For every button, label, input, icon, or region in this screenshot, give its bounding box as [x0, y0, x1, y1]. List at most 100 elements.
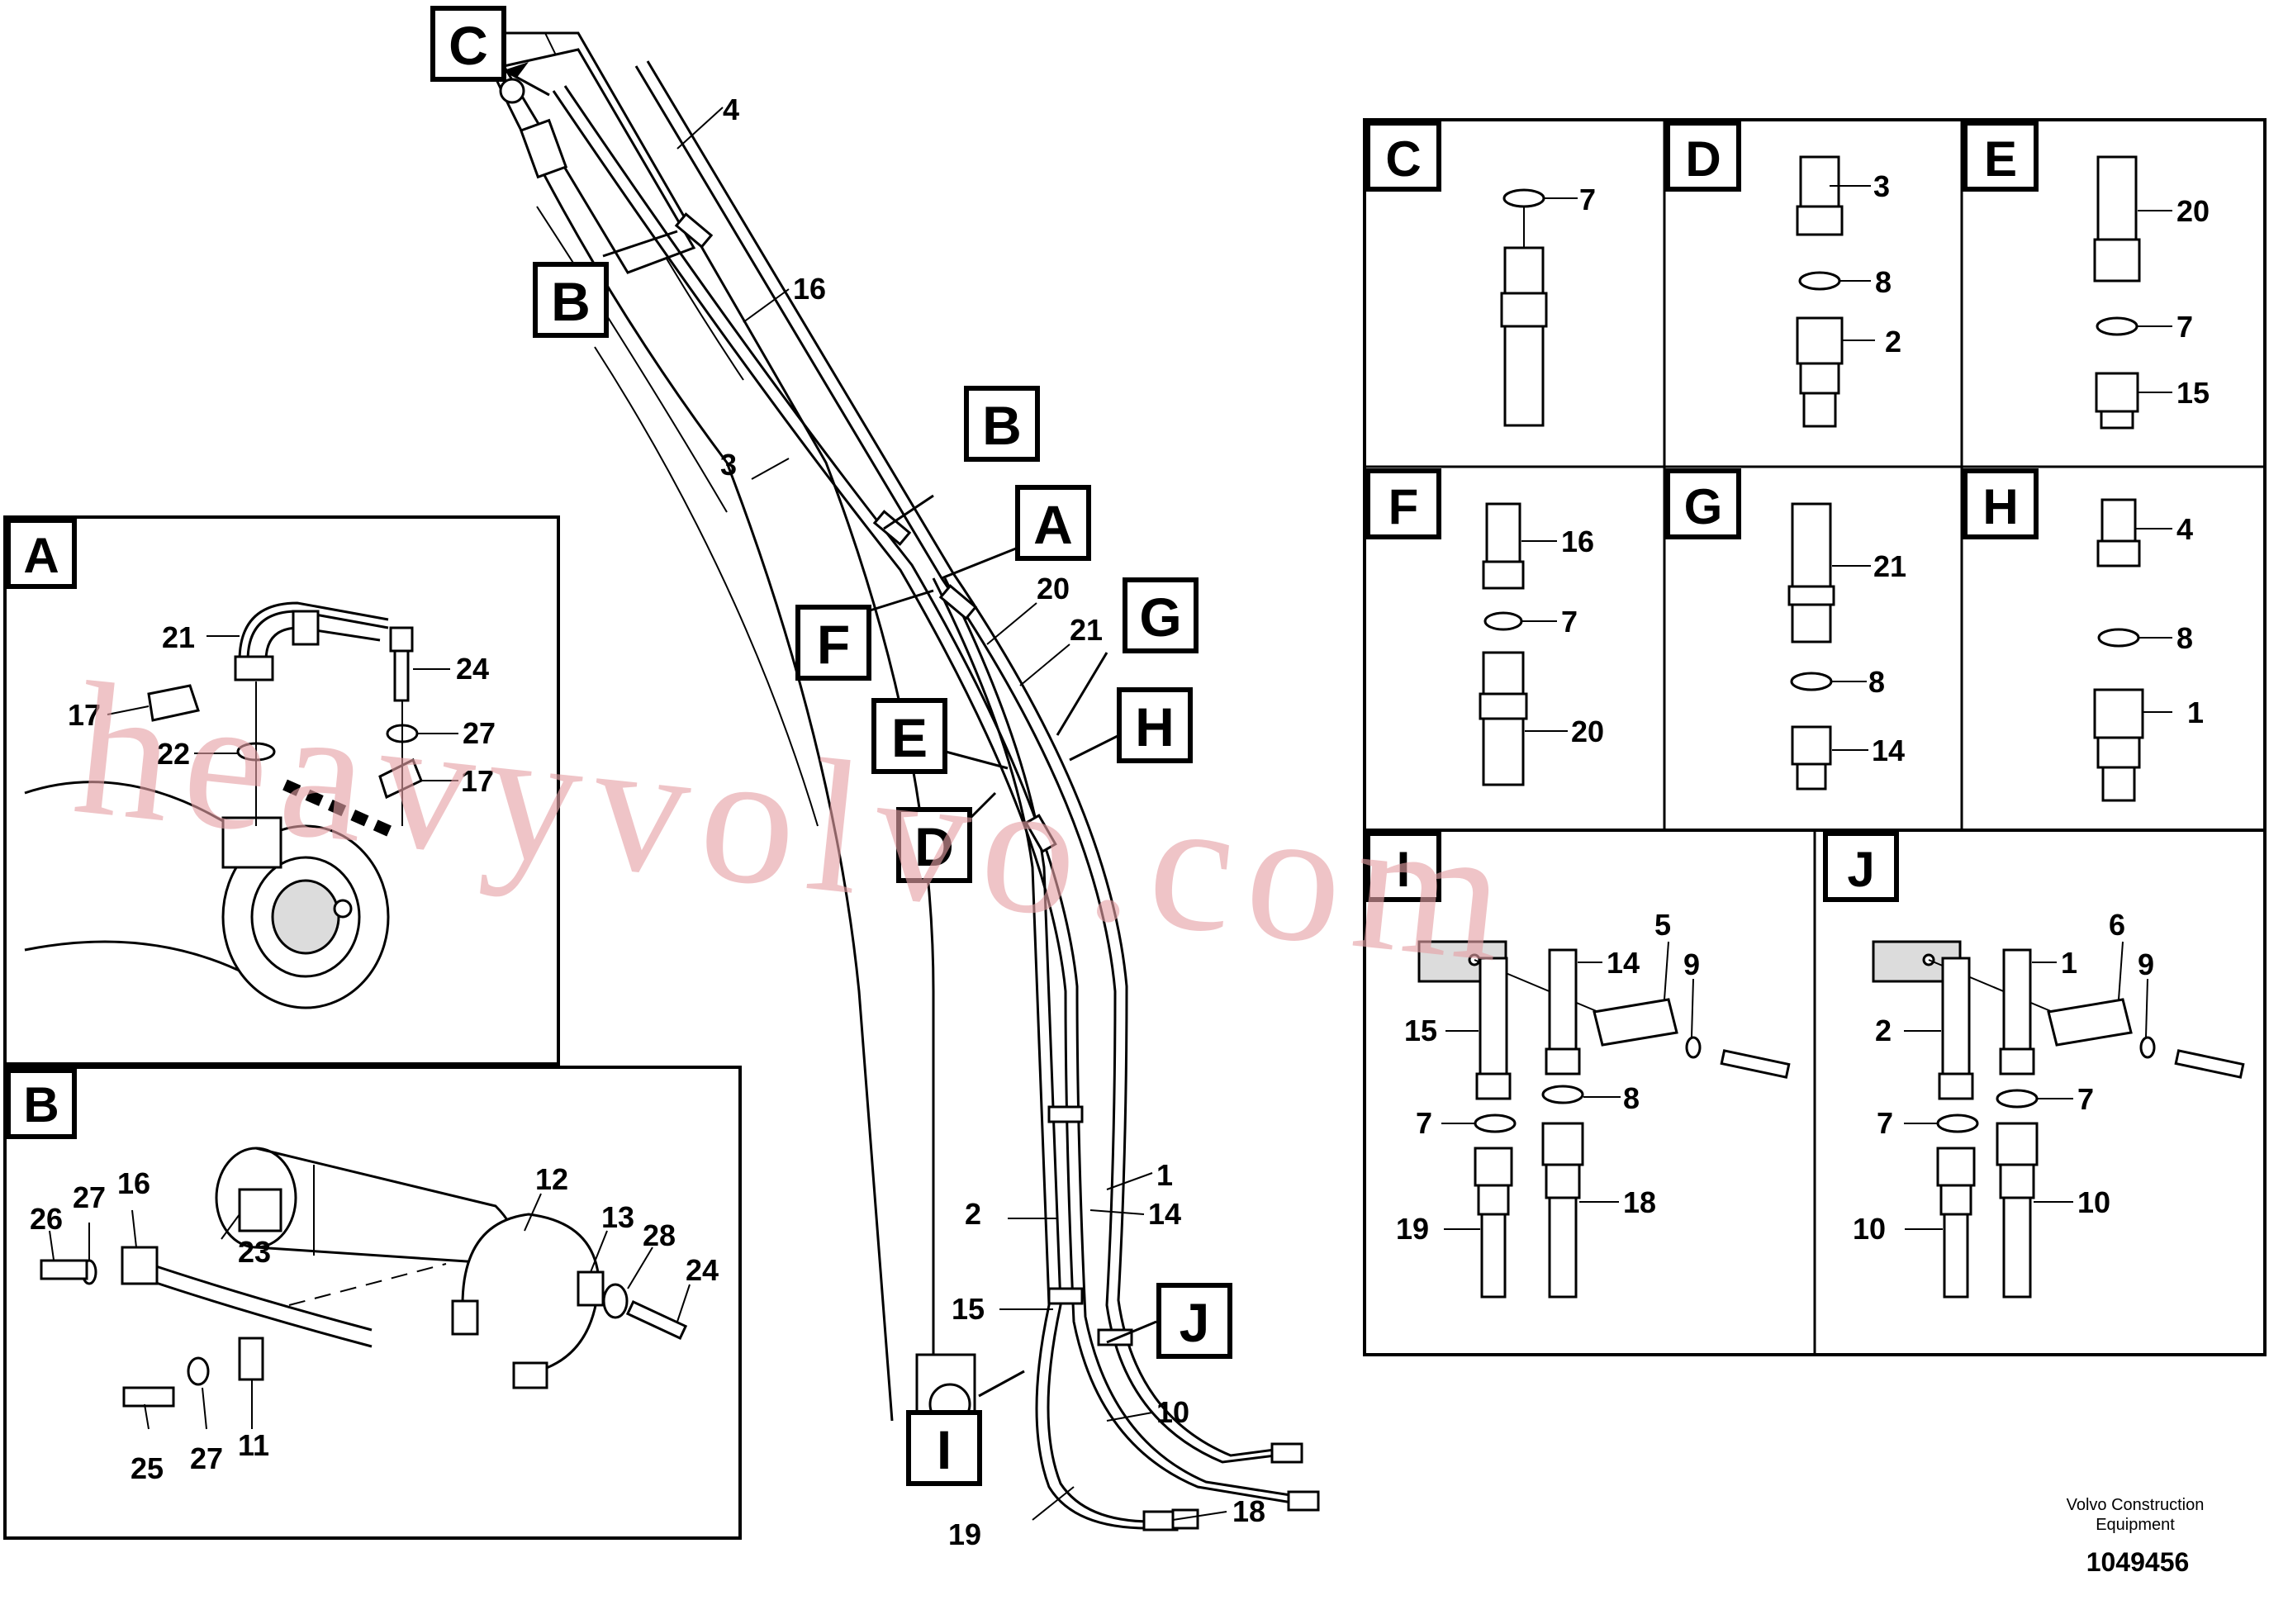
panelH-label-4: 4 [2176, 512, 2193, 546]
panel-J-title: J [1847, 842, 1874, 897]
callout-H[interactable]: H [1117, 687, 1193, 763]
panelB-label-13: 13 [601, 1200, 634, 1234]
panelB-label-26: 26 [30, 1202, 63, 1236]
callout-B-top[interactable]: B [533, 262, 609, 338]
panel-J: J 1 6 9 2 7 7 10 10 [1823, 831, 2245, 1299]
panelJ-label-1: 1 [2061, 946, 2077, 980]
pipe-3 [1799, 155, 1840, 208]
callout-G[interactable]: G [1123, 577, 1199, 653]
panelJ-label-10a: 10 [1853, 1212, 1886, 1246]
svg-text:B: B [551, 271, 591, 332]
label-19: 19 [948, 1517, 981, 1551]
hose-18 [1548, 1196, 1578, 1299]
panelE-label-7: 7 [2176, 310, 2193, 344]
clamp-6 [2047, 998, 2133, 1047]
panelB-label-16: 16 [117, 1166, 150, 1200]
panelB-label-27a: 27 [73, 1180, 106, 1214]
boom-inner-edge [473, 32, 894, 1422]
label-1: 1 [1156, 1158, 1173, 1192]
panelB-label-28: 28 [643, 1218, 676, 1252]
panelJ-label-6: 6 [2109, 908, 2125, 942]
hex-nut [1482, 651, 1525, 696]
panelF-label-7: 7 [1561, 605, 1578, 639]
panelH-label-8: 8 [2176, 621, 2193, 655]
hose-16-3 [552, 90, 1298, 1505]
hose-end [1503, 325, 1545, 427]
clamp [674, 212, 714, 249]
label-3: 3 [720, 448, 737, 482]
panelB-label-12: 12 [535, 1162, 568, 1196]
o-ring-8 [1798, 271, 1841, 291]
pipe-16 [1485, 502, 1521, 563]
callout-boxes: C B B A F G E H [430, 6, 1232, 1486]
callout-J[interactable]: J [1156, 1283, 1232, 1359]
panelB-label-24: 24 [686, 1253, 719, 1287]
o-ring-7 [2096, 316, 2138, 336]
clamp-16 [121, 1246, 159, 1285]
company-line-2: Equipment [2096, 1516, 2175, 1534]
svg-text:J: J [1180, 1292, 1210, 1353]
panel-A-frame [3, 515, 560, 1066]
label-20: 20 [1037, 572, 1070, 605]
callout-I[interactable]: I [906, 1410, 982, 1486]
panelJ-label-9: 9 [2138, 947, 2154, 981]
label-15: 15 [952, 1292, 985, 1326]
fitting-15 [2095, 372, 2139, 413]
panelI-label-8: 8 [1623, 1081, 1640, 1115]
svg-text:E: E [891, 707, 928, 768]
panelG-label-14: 14 [1872, 734, 1905, 767]
panel-B: B 26 [3, 1066, 742, 1540]
washer-28 [602, 1283, 629, 1319]
panel-F: F 16 7 20 [1365, 468, 1604, 786]
panel-B-title: B [23, 1077, 59, 1133]
callout-C[interactable]: C [430, 6, 506, 82]
panelI-label-9: 9 [1683, 947, 1700, 981]
bolt [2174, 1049, 2245, 1079]
drawing-number: 1049456 [2086, 1547, 2190, 1577]
bolt-24 [625, 1299, 688, 1341]
panelJ-label-2: 2 [1875, 1014, 1892, 1047]
panelF-label-16: 16 [1561, 525, 1594, 558]
callout-F[interactable]: F [795, 605, 871, 681]
svg-text:F: F [817, 614, 850, 675]
panelI-label-15: 15 [1404, 1014, 1437, 1047]
panel-C-title: C [1385, 131, 1421, 187]
panelJ-label-7b: 7 [2077, 1082, 2094, 1116]
panelC-label-7: 7 [1579, 183, 1596, 216]
bolt-25 [122, 1386, 175, 1408]
o-ring-8 [1790, 672, 1833, 691]
hex-nut [1503, 246, 1545, 295]
o-ring-7 [1936, 1114, 1979, 1133]
hose-10 [1943, 1213, 1969, 1299]
clamp-5 [1593, 998, 1678, 1047]
panelB-label-11: 11 [238, 1428, 269, 1462]
panelB-label-27b: 27 [190, 1441, 223, 1475]
callout-A[interactable]: A [1015, 485, 1091, 561]
panel-H-title: H [1982, 479, 2018, 534]
callout-D[interactable]: D [896, 807, 972, 883]
hose-20-21 [932, 577, 1149, 1530]
svg-text:G: G [1139, 586, 1181, 648]
panel-I-title: I [1397, 842, 1411, 897]
panelI-label-19: 19 [1396, 1212, 1429, 1246]
callout-B-mid[interactable]: B [964, 386, 1040, 462]
o-ring-8 [2097, 628, 2140, 648]
bolt [1720, 1049, 1791, 1079]
footer: Volvo Construction Equipment 1049456 [2067, 1496, 2205, 1577]
panelI-label-5: 5 [1654, 908, 1671, 942]
hose-20 [1482, 717, 1525, 786]
panelD-label-8: 8 [1875, 265, 1892, 299]
svg-text:D: D [914, 816, 954, 877]
panelA-label-21: 21 [162, 620, 195, 654]
panel-F-title: F [1388, 479, 1419, 534]
panelJ-label-7a: 7 [1877, 1106, 1893, 1140]
panelG-label-21: 21 [1873, 549, 1906, 583]
panel-A-title: A [23, 528, 59, 583]
callout-E[interactable]: E [871, 698, 947, 774]
main-number-labels: 4 16 3 20 21 1 14 2 15 10 18 19 [720, 93, 1265, 1551]
panel-A: A 21 24 [3, 515, 560, 1066]
panelA-label-22: 22 [157, 737, 190, 771]
panelB-label-25: 25 [131, 1451, 164, 1485]
